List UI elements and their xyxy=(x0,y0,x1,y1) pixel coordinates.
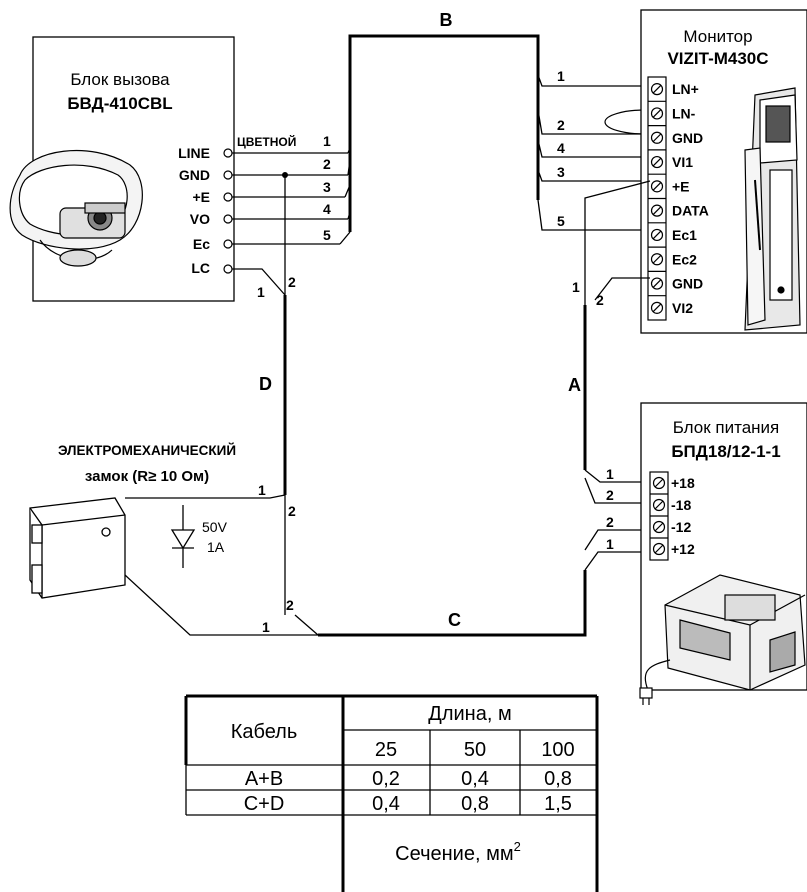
monitor-terminal-label: +E xyxy=(672,178,690,194)
call-terminal-lc: LC xyxy=(191,260,210,276)
lock-wire-num-2: 2 xyxy=(288,503,296,519)
monitor: Монитор VIZIT-M430C LN+ LN- GND VI1 +E DATA Ec… xyxy=(640,9,807,334)
table-footer-sup: 2 xyxy=(514,839,521,854)
monitor-wire-num-4: 4 xyxy=(557,140,565,156)
monitor-terminal-label: Ec2 xyxy=(672,251,697,267)
table-footer-text: Сечение, мм xyxy=(395,843,513,865)
monitor-terminal-label: VI1 xyxy=(672,154,693,170)
table-row-cd-25: 0,4 xyxy=(372,793,400,815)
call-unit: Блок вызова БВД-410CBL LINE GND +E VO Ec… xyxy=(9,36,235,302)
a-wire-num-1: 1 xyxy=(572,279,580,295)
power-terminal-label: -18 xyxy=(671,497,691,513)
call-unit-model: БВД-410CBL xyxy=(67,94,172,113)
power-wires: 1 2 2 1 xyxy=(584,466,650,571)
lock-title-line1: Электромеханический xyxy=(58,443,236,458)
diode-icon xyxy=(170,505,196,568)
call-terminal-vo: VO xyxy=(190,211,210,227)
power-unit: Блок питания БПД18/12-1-1 +18 -18 -12 +12 xyxy=(639,402,807,705)
monitor-terminal-label: VI2 xyxy=(672,300,693,316)
call-wire-num-5: 5 xyxy=(323,227,331,243)
table-row-cd-100: 1,5 xyxy=(544,793,572,815)
call-unit-wires: ЦВЕТНОЙ 1 2 3 4 5 1 2 xyxy=(232,133,351,300)
lock-wire-num-1: 1 xyxy=(258,482,266,498)
call-wire-num-1: 1 xyxy=(323,133,331,149)
power-unit-model: БПД18/12-1-1 xyxy=(671,442,780,461)
call-terminal-plus-e: +E xyxy=(192,189,210,205)
diode-voltage: 50V xyxy=(202,519,228,535)
ps-wire-num-4: 1 xyxy=(606,536,614,552)
lc-wire-num-2: 2 xyxy=(288,274,296,290)
cable-a: 1 2 A xyxy=(568,180,651,470)
monitor-wire-num-5: 5 xyxy=(557,213,565,229)
c-wire-num-1: 1 xyxy=(262,619,270,635)
monitor-image xyxy=(744,87,801,331)
ps-wire-num-3: 2 xyxy=(606,514,614,530)
cable-a-label: A xyxy=(568,375,581,395)
call-unit-camera-image xyxy=(9,149,143,267)
monitor-wire-num-2: 2 xyxy=(557,117,565,133)
table-row-ab-50: 0,4 xyxy=(461,768,489,790)
power-terminal-label: +18 xyxy=(671,475,695,491)
cable-d-label: D xyxy=(259,374,272,394)
table-row-ab-100: 0,8 xyxy=(544,768,572,790)
monitor-wires: 1 2 4 3 5 xyxy=(536,68,686,231)
monitor-terminal-label: Ec1 xyxy=(672,227,697,243)
table-header-cable: Кабель xyxy=(231,721,298,743)
monitor-wire-num-1: 1 xyxy=(557,68,565,84)
lc-wire-num-1: 1 xyxy=(257,284,265,300)
table-length-50: 50 xyxy=(464,739,486,761)
monitor-terminal-label: LN+ xyxy=(672,81,699,97)
cable-c-label: C xyxy=(448,610,461,630)
ps-wire-num-2: 2 xyxy=(606,487,614,503)
call-unit-terminals: LINE GND +E VO Ec LC xyxy=(178,145,233,276)
lock: Электромеханический замок (R≥ 10 Ом) 50V… xyxy=(29,443,236,599)
monitor-terminal-label: GND xyxy=(672,276,703,292)
color-label: ЦВЕТНОЙ xyxy=(237,134,296,149)
cable-table: Кабель Длина, м 25 50 100 A+B 0,2 0,4 0,… xyxy=(184,694,599,892)
table-footer: Сечение, мм2 xyxy=(395,839,521,865)
table-length-100: 100 xyxy=(541,739,574,761)
table-length-25: 25 xyxy=(375,739,397,761)
cable-d: D 1 2 xyxy=(125,175,296,615)
cable-c: C 2 1 xyxy=(124,570,587,637)
call-wire-num-3: 3 xyxy=(323,179,331,195)
call-terminal-gnd: GND xyxy=(179,167,210,183)
power-unit-title: Блок питания xyxy=(673,418,780,437)
table-row-ab-25: 0,2 xyxy=(372,768,400,790)
power-terminal-label: -12 xyxy=(671,519,691,535)
monitor-terminal-label: DATA xyxy=(672,203,709,219)
call-wire-num-2: 2 xyxy=(323,156,331,172)
table-row-cd-50: 0,8 xyxy=(461,793,489,815)
c-wire-num-2: 2 xyxy=(286,597,294,613)
monitor-model: VIZIT-M430C xyxy=(667,49,768,68)
monitor-wire-num-3: 3 xyxy=(557,164,565,180)
call-terminal-ec: Ec xyxy=(193,236,210,252)
call-terminal-line: LINE xyxy=(178,145,210,161)
ps-wire-num-1: 1 xyxy=(606,466,614,482)
call-unit-title: Блок вызова xyxy=(70,70,170,89)
a-wire-num-2: 2 xyxy=(596,292,604,308)
power-supply-image xyxy=(639,574,806,705)
table-row-cd-name: C+D xyxy=(244,793,285,815)
power-terminal-label: +12 xyxy=(671,541,695,557)
call-wire-num-4: 4 xyxy=(323,201,331,217)
diode-current: 1A xyxy=(207,539,225,555)
lock-image xyxy=(29,497,126,599)
monitor-terminal-label: LN- xyxy=(672,105,696,121)
cable-b-label: B xyxy=(440,10,453,30)
table-row-ab-name: A+B xyxy=(245,768,283,790)
cable-b: B xyxy=(348,10,540,232)
table-header-length: Длина, м xyxy=(428,703,511,725)
monitor-terminal-label: GND xyxy=(672,130,703,146)
lock-title-line2: замок (R≥ 10 Ом) xyxy=(85,468,209,485)
monitor-title: Монитор xyxy=(683,27,752,46)
